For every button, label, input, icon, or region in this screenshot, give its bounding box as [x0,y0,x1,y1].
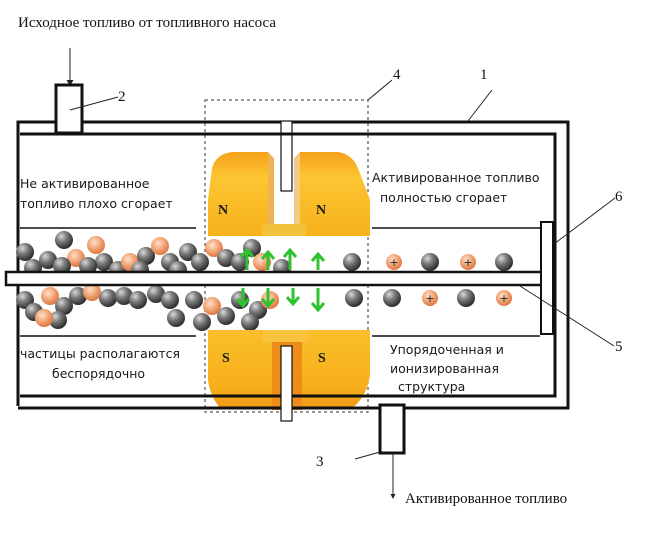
neutral-particle [161,291,179,309]
neutral-particle [191,253,209,271]
neutral-particle [99,289,117,307]
title-source-fuel: Исходное топливо от топливного насоса [18,15,276,31]
positive-ion-particle [83,283,101,301]
ion-plus-sign: + [499,292,508,305]
magnet-label-n-right: N [316,203,326,218]
field-bar-up-head [282,247,298,258]
neutral-particle [167,309,185,327]
outlet-arrow [390,453,396,499]
positive-ion-particle [41,287,59,305]
left-bottom-text-line2: беспорядочно [52,366,145,381]
neutral-particle [79,257,97,275]
neutral-particle [185,291,203,309]
neutral-particle [55,297,73,315]
ion-plus-sign: + [463,256,472,269]
neutral-particle [231,253,249,271]
neutral-particle [217,307,235,325]
positive-ion-particle [151,237,169,255]
callout-1: 1 [480,67,488,83]
callout-line-4 [367,79,393,101]
neutral-particle [147,285,165,303]
positive-ion-particle [386,254,402,270]
callout-line-3 [354,451,381,460]
neutral-particle [421,253,439,271]
neutral-particle [137,247,155,265]
title-activated-fuel: Активированное топливо [405,491,567,507]
neutral-particle [39,251,57,269]
magnet-label-s-left: S [222,351,230,366]
inlet-pipe [54,83,84,135]
neutral-particle [193,313,211,331]
positive-ion-particle [496,290,512,306]
field-bar-down-head [260,298,276,309]
neutral-particle [495,253,513,271]
right-top-text-line1: Активированное топливо [372,170,540,185]
magnet-label-s-right: S [318,351,326,366]
inlet-arrow [66,48,74,86]
callout-3: 3 [316,454,324,470]
right-top-text-line2: полностью сгорает [380,190,507,205]
right-bottom-text-line1: Упорядоченная и [390,342,504,357]
positive-ion-particle [422,290,438,306]
neutral-particle [69,287,87,305]
positive-ion-particle [35,309,53,327]
field-arrow-up-head [310,251,326,262]
neutral-particle [345,289,363,307]
central-rod [4,270,544,287]
neutral-particle [241,313,259,331]
left-top-text-line2: топливо плохо сгорает [20,196,173,211]
right-bottom-text-line2: ионизированная [390,361,499,376]
positive-ion-particle [87,236,105,254]
bottom-center-post [280,345,293,422]
ion-plus-sign: + [389,256,398,269]
positive-ion-particle [203,297,221,315]
callout-line-6 [553,197,616,245]
field-arrow-up-head [260,249,276,260]
right-bottom-text-line3: структура [398,379,465,394]
positive-ion-particle [460,254,476,270]
ion-plus-sign: + [425,292,434,305]
callout-line-1 [467,89,493,122]
neutral-particle [95,253,113,271]
neutral-particle [383,289,401,307]
neutral-particle [55,231,73,249]
neutral-particle [217,249,235,267]
callout-6: 6 [615,189,623,205]
callout-line-2 [69,96,119,111]
field-arrow-down-head [285,296,301,307]
field-bar-down-head [310,302,326,313]
neutral-particle [53,257,71,275]
callout-line-5 [519,285,615,347]
callout-2: 2 [118,89,126,105]
positive-ion-particle [205,239,223,257]
neutral-particle [49,311,67,329]
top-center-post [280,120,293,192]
left-bottom-text-line1: частицы располагаются [20,346,180,361]
field-bar-up-head [239,247,255,258]
neutral-particle [129,291,147,309]
field-arrow-down-head [235,298,251,309]
magnet-label-n-left: N [218,203,228,218]
callout-4: 4 [393,67,401,83]
neutral-particle [343,253,361,271]
neutral-particle [179,243,197,261]
callout-5: 5 [615,339,623,355]
outlet-pipe [378,403,406,455]
neutral-particle [16,243,34,261]
end-plate [540,221,554,335]
magnetic-field-arrows [235,247,326,313]
neutral-particle [115,287,133,305]
neutral-particle [457,289,475,307]
left-top-text-line1: Не активированное [20,176,150,191]
